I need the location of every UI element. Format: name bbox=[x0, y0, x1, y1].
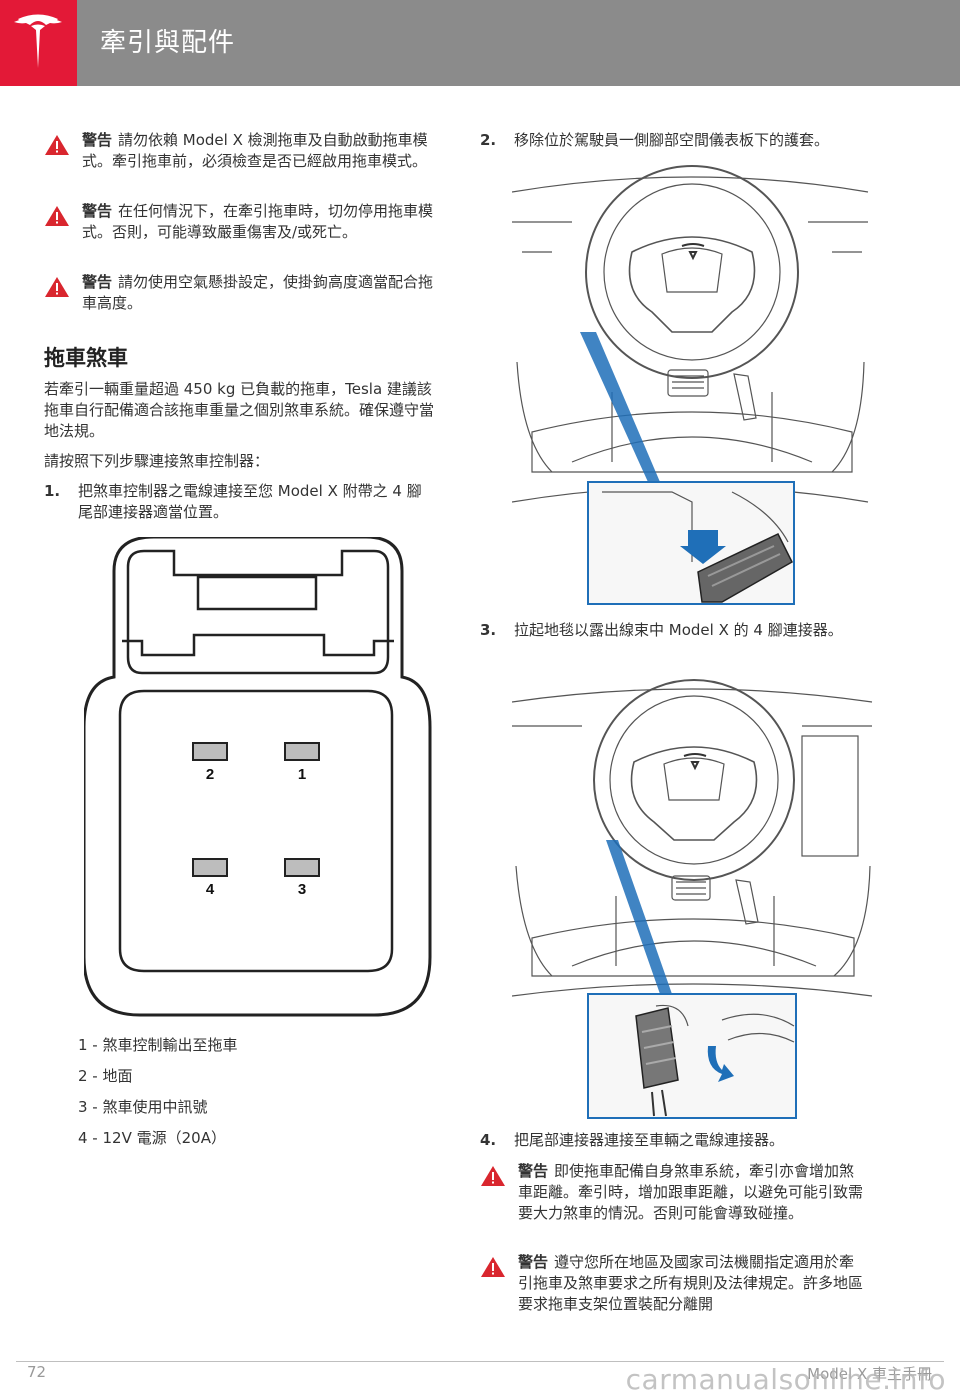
down-arrow-icon bbox=[680, 530, 726, 564]
dashboard-illustration-1 bbox=[512, 165, 869, 605]
warning-triangle-icon bbox=[45, 277, 69, 297]
step-3: 3. 拉起地毯以露出線束中 Model X 的 4 腳連接器。 bbox=[480, 620, 860, 641]
warning-label: 警告 bbox=[518, 1253, 549, 1271]
warning-label: 警告 bbox=[82, 131, 113, 149]
pointer-arrow-icon bbox=[580, 332, 660, 482]
warning-block-1: 警告請勿依賴 Model X 檢測拖車及自動啟動拖車模式。牽引拖車前，必須檢查是… bbox=[44, 130, 436, 172]
step-text: 把尾部連接器連接至車輛之電線連接器。 bbox=[514, 1131, 785, 1149]
step-4: 4. 把尾部連接器連接至車輛之電線連接器。 bbox=[480, 1130, 900, 1151]
tesla-t-icon bbox=[14, 14, 62, 68]
step-number: 1. bbox=[44, 482, 61, 500]
pin-legend-item-3: 3 - 煞車使用中訊號 bbox=[78, 1098, 208, 1116]
step-text: 把煞車控制器之電線連接至您 Model X 附帶之 4 腳尾部連接器適當位置。 bbox=[78, 482, 422, 521]
pin-label-3: 3 bbox=[298, 881, 306, 898]
watermark: carmanualsonline.info bbox=[625, 1363, 946, 1396]
warning-text: 遵守您所在地區及國家司法機關指定適用於牽引拖車及煞車要求之所有規則及法律規定。許… bbox=[518, 1253, 864, 1313]
pin-legend-item-4: 4 - 12V 電源（20A） bbox=[78, 1129, 226, 1147]
footer-manual-title: Model X 車主手冊 bbox=[807, 1365, 932, 1383]
page-title: 牽引與配件 bbox=[100, 28, 236, 58]
warning-text: 請勿使用空氣懸掛設定，使掛鉤高度適當配合拖車高度。 bbox=[82, 273, 434, 312]
step-text: 移除位於駕駛員一側腳部空間儀表板下的護套。 bbox=[514, 131, 830, 149]
steering-logo-icon bbox=[681, 243, 705, 261]
pin-legend-item-2: 2 - 地面 bbox=[78, 1067, 133, 1085]
warning-block-4: 警告即使拖車配備自身煞車系統，牽引亦會增加煞車距離。牽引時，增加跟車距離，以避免… bbox=[480, 1161, 864, 1224]
step-2: 2. 移除位於駕駛員一側腳部空間儀表板下的護套。 bbox=[480, 130, 900, 151]
step-number: 2. bbox=[480, 131, 497, 149]
step-number: 3. bbox=[480, 621, 497, 639]
warning-text: 請勿依賴 Model X 檢測拖車及自動啟動拖車模式。牽引拖車前，必須檢查是否已… bbox=[82, 131, 428, 170]
page-number: 72 bbox=[27, 1363, 47, 1381]
connector-diagram: 2 1 4 3 bbox=[84, 537, 432, 1017]
detail-inset bbox=[587, 993, 797, 1119]
warning-label: 警告 bbox=[82, 202, 113, 220]
dashboard-illustration-2 bbox=[512, 679, 873, 1119]
warning-label: 警告 bbox=[518, 1162, 549, 1180]
warning-triangle-icon bbox=[45, 206, 69, 226]
curved-arrow-icon bbox=[707, 1046, 734, 1082]
warning-block-3: 警告請勿使用空氣懸掛設定，使掛鉤高度適當配合拖車高度。 bbox=[44, 272, 436, 314]
step-1: 1. 把煞車控制器之電線連接至您 Model X 附帶之 4 腳尾部連接器適當位… bbox=[44, 481, 436, 523]
warning-triangle-icon bbox=[45, 135, 69, 155]
pin-label-1: 1 bbox=[298, 766, 306, 783]
footer-divider bbox=[16, 1361, 944, 1362]
warning-label: 警告 bbox=[82, 273, 113, 291]
warning-triangle-icon bbox=[481, 1166, 505, 1186]
tesla-logo bbox=[0, 0, 77, 86]
step-text: 拉起地毯以露出線束中 Model X 的 4 腳連接器。 bbox=[514, 621, 843, 639]
step-number: 4. bbox=[480, 1131, 497, 1149]
warning-text: 在任何情況下，在牽引拖車時，切勿停用拖車模式。否則，可能導致嚴重傷害及/或死亡。 bbox=[82, 202, 434, 241]
warning-block-2: 警告在任何情況下，在牽引拖車時，切勿停用拖車模式。否則，可能導致嚴重傷害及/或死… bbox=[44, 201, 436, 243]
section-instruction: 請按照下列步驟連接煞車控制器： bbox=[44, 452, 270, 470]
pin-label-4: 4 bbox=[206, 881, 215, 898]
warning-text: 即使拖車配備自身煞車系統，牽引亦會增加煞車距離。牽引時，增加跟車距離，以避免可能… bbox=[518, 1162, 864, 1222]
section-title: 拖車煞車 bbox=[44, 346, 128, 370]
warning-triangle-icon bbox=[481, 1257, 505, 1277]
pin-label-2: 2 bbox=[206, 766, 214, 783]
section-paragraph: 若牽引一輛重量超過 450 kg 已負載的拖車，Tesla 建議該拖車自行配備適… bbox=[44, 380, 435, 440]
page-header: 牽引與配件 bbox=[0, 0, 960, 86]
pin-legend-item-1: 1 - 煞車控制輸出至拖車 bbox=[78, 1036, 238, 1054]
pointer-arrow-icon bbox=[606, 840, 672, 994]
warning-block-5: 警告遵守您所在地區及國家司法機關指定適用於牽引拖車及煞車要求之所有規則及法律規定… bbox=[480, 1252, 864, 1315]
steering-logo-icon bbox=[683, 753, 707, 771]
